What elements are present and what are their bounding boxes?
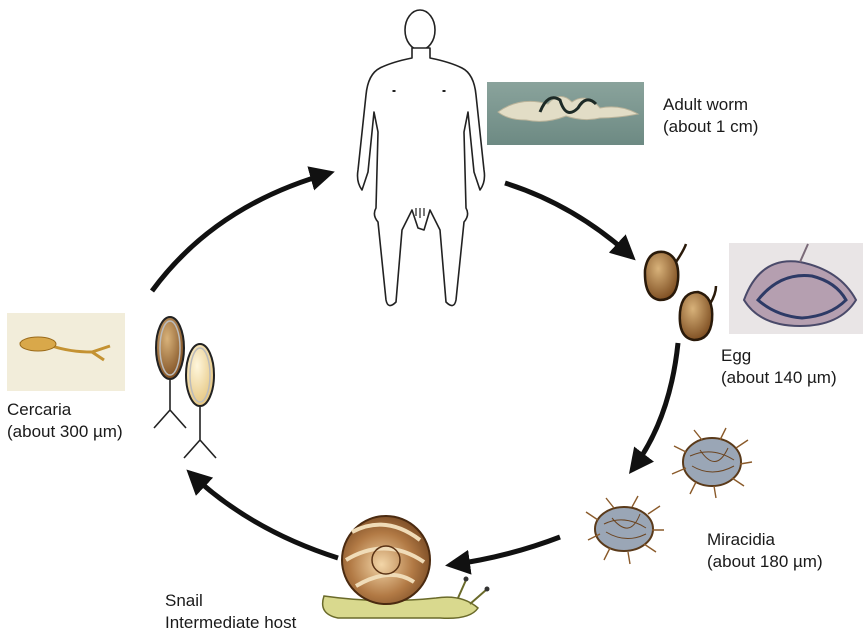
arrow-host-to-egg — [505, 183, 632, 257]
adult-worm-label: Adult worm (about 1 cm) — [663, 94, 758, 138]
arrow-egg-to-miracidia — [632, 343, 678, 470]
miracidia-name: Miracidia — [707, 529, 823, 551]
cercaria-photo — [7, 313, 125, 391]
arrow-snail-to-cercaria — [190, 473, 338, 558]
egg-drawings — [645, 244, 716, 340]
snail-label: Snail Intermediate host — [165, 590, 296, 634]
cercaria-size: (about 300 µm) — [7, 421, 123, 443]
egg-size: (about 140 µm) — [721, 367, 837, 389]
egg-name: Egg — [721, 345, 837, 367]
snail-name: Snail — [165, 590, 296, 612]
adult-worm-name: Adult worm — [663, 94, 758, 116]
arrow-miracidia-to-snail — [450, 537, 560, 565]
cycle-arrows — [152, 173, 678, 565]
egg-label: Egg (about 140 µm) — [721, 345, 837, 389]
miracidia-label: Miracidia (about 180 µm) — [707, 529, 823, 573]
cercaria-name: Cercaria — [7, 399, 123, 421]
arrow-cercaria-to-host — [152, 173, 330, 291]
egg-photo — [729, 243, 863, 334]
snail-drawing — [323, 516, 490, 618]
adult-worm-photo — [487, 82, 644, 145]
snail-role: Intermediate host — [165, 612, 296, 634]
adult-worm-size: (about 1 cm) — [663, 116, 758, 138]
human-host-figure — [358, 10, 485, 306]
cercaria-drawings — [154, 317, 216, 458]
cercaria-label: Cercaria (about 300 µm) — [7, 399, 123, 443]
miracidia-size: (about 180 µm) — [707, 551, 823, 573]
